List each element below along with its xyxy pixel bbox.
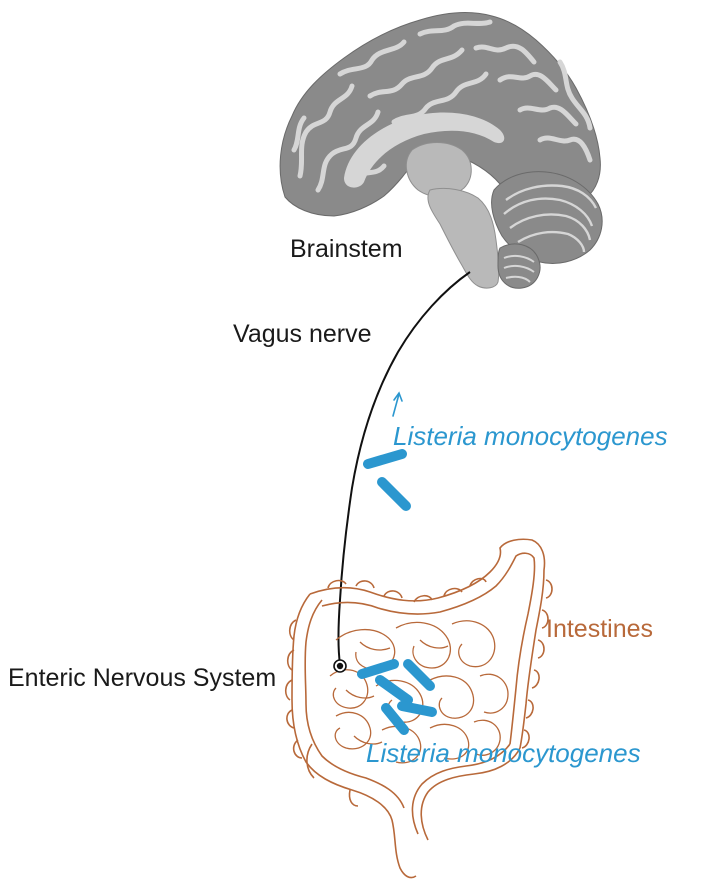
transverse-colon [309, 538, 546, 749]
sigmoid-colon [420, 747, 521, 841]
small-intestine [329, 620, 509, 764]
corpus-callosum [344, 112, 505, 188]
bacterium-rod [357, 659, 399, 679]
brain-illustration [279, 12, 603, 289]
bacterium-rod [363, 449, 407, 469]
vagus-nerve-line [337, 271, 471, 665]
large-intestine [291, 593, 417, 879]
bacterium-rod [375, 675, 413, 705]
enteric-nervous-system-label: Enteric Nervous System [8, 664, 277, 692]
bacterium-label-lower: Listeria monocytogenes [366, 738, 641, 768]
enteric-node [333, 659, 347, 673]
vagus-nerve-label: Vagus nerve [233, 320, 372, 348]
bacterium-label-upper: Listeria monocytogenes [393, 421, 668, 451]
brainstem [427, 187, 500, 289]
bacterium-rod [377, 477, 411, 511]
bacterium-rod [403, 659, 435, 691]
thalamus [405, 142, 472, 197]
bacterium-rod [381, 703, 409, 735]
cerebellum [491, 171, 603, 264]
intestines-illustration [284, 538, 553, 879]
cortex-folds [291, 19, 593, 193]
bacteria-lower [357, 659, 437, 735]
bacteria-upper [363, 449, 411, 511]
bacterium-rod [397, 701, 437, 717]
intestines-label: Intestines [546, 615, 654, 643]
upward-arrow-icon [392, 391, 403, 417]
brainstem-label: Brainstem [290, 235, 403, 263]
